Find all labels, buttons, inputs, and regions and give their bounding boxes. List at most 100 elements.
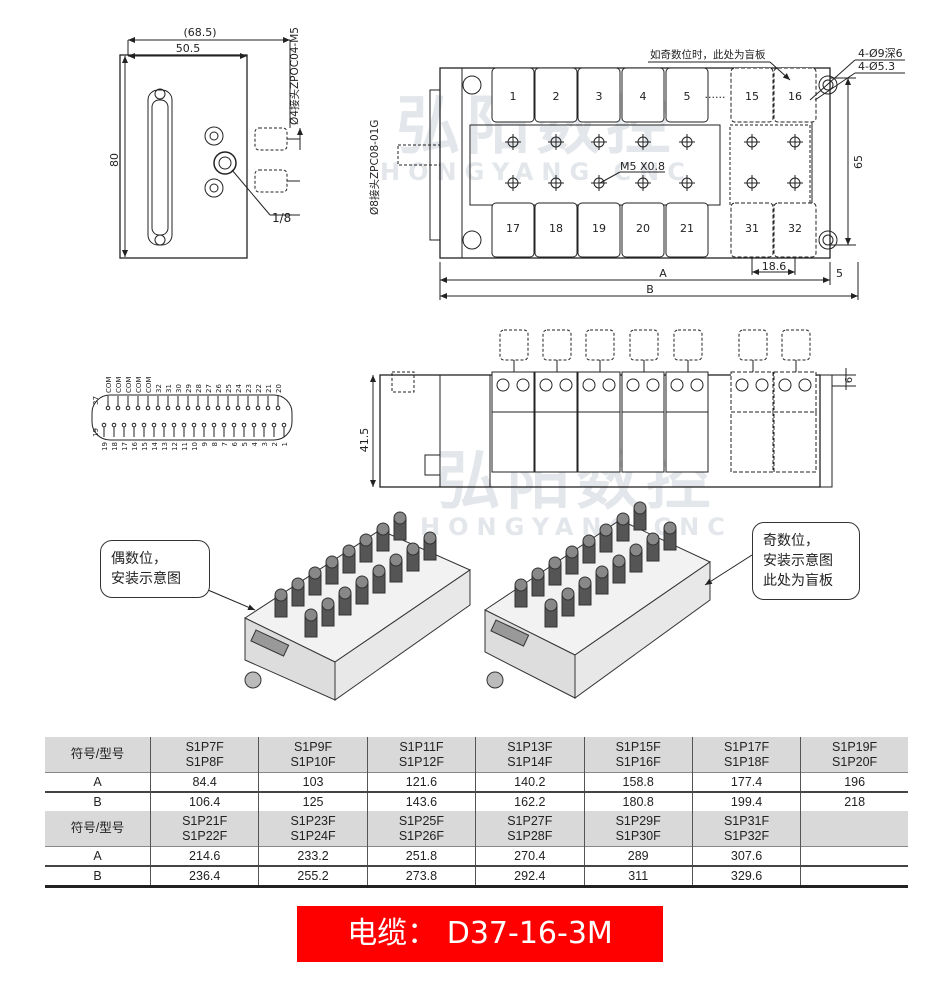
pin-label: 1 <box>281 442 289 446</box>
port-hole <box>591 134 607 150</box>
value-cell: 143.6 <box>366 791 476 811</box>
m5-thread-label: M5 X0.8 <box>620 160 665 173</box>
row-label: B <box>45 865 151 888</box>
row-label: B <box>45 791 151 811</box>
pin <box>255 405 261 411</box>
port-hole <box>635 134 651 150</box>
value-cell: 121.6 <box>366 772 476 792</box>
pin <box>201 422 207 428</box>
valve-station-20: 20 <box>621 202 665 258</box>
pin-label: 19 <box>101 442 109 451</box>
value-cell: 255.2 <box>258 865 368 888</box>
port-hole <box>635 175 651 191</box>
port-hole <box>744 175 760 191</box>
model-name: S1P13F <box>507 739 553 754</box>
pin <box>175 405 181 411</box>
pin <box>161 422 167 428</box>
pin-label: 24 <box>235 384 243 393</box>
station-label: 1 <box>510 90 517 103</box>
model-name: S1P25F <box>398 813 445 828</box>
pin-label: 29 <box>185 384 193 393</box>
cable-banner: 电缆： D37-16-3M <box>297 906 663 962</box>
valve-cap <box>304 608 318 638</box>
value-cell: 106.4 <box>149 791 259 811</box>
pin-label: 18 <box>111 442 119 451</box>
model-name: S1P17F <box>723 739 770 754</box>
value-cell: 307.6 <box>691 846 801 866</box>
station-label: 2 <box>553 90 560 103</box>
pin <box>121 422 127 428</box>
value-cell: 196 <box>800 772 908 792</box>
counterbore-hole-label: 4-Ø9深6 <box>858 47 903 60</box>
value-cell <box>800 865 908 888</box>
pin-label: 17 <box>121 442 129 451</box>
pin-label: 15 <box>141 442 149 451</box>
model-name: S1P26F <box>398 828 445 843</box>
side-view <box>370 329 856 488</box>
valve-cap <box>531 567 545 597</box>
model-name: S1P12F <box>398 754 445 769</box>
side-dim-top: 6 <box>844 377 855 383</box>
valve-station-2: 2 <box>534 67 578 123</box>
pin-label: COM <box>135 377 143 393</box>
value-cell: 218 <box>800 791 908 811</box>
valve-cap <box>633 501 647 531</box>
manifold-odd-illustration <box>484 501 712 699</box>
pin-label: 30 <box>175 384 183 393</box>
model-name: S1P9F <box>293 739 333 754</box>
pin-label: 14 <box>151 441 159 450</box>
thread-label: 1/8 <box>272 211 291 225</box>
model-name: S1P31F <box>723 813 770 828</box>
pin <box>231 422 237 428</box>
model-name: S1P23F <box>290 813 336 828</box>
model-name: S1P29F <box>615 813 661 828</box>
model-name: S1P24F <box>290 828 336 843</box>
even-position-callout: 偶数位， 安装示意图 <box>100 540 210 598</box>
valve-cap <box>274 588 288 618</box>
valve-station-31: 31 <box>730 202 774 258</box>
value-cell: 125 <box>258 791 368 811</box>
valve-cap <box>548 556 562 586</box>
valve-cap <box>616 512 630 542</box>
blank-plate-note: 如奇数位时，此处为盲板 <box>650 48 766 61</box>
pin-label: 20 <box>275 384 283 393</box>
valve-station-15: 15 <box>730 67 774 123</box>
value-cell: 84.4 <box>149 772 259 792</box>
pin-37-label: 37 <box>92 396 100 405</box>
model-name: S1P21F <box>182 813 228 828</box>
valve-cap <box>338 586 352 616</box>
port-hole <box>679 175 695 191</box>
valve-cap <box>582 534 596 564</box>
value-cell: 177.4 <box>691 772 801 792</box>
pin <box>261 422 267 428</box>
pin-label: 16 <box>131 441 139 450</box>
valve-cap <box>376 522 390 552</box>
left-end-view <box>119 37 303 259</box>
pin-label: 22 <box>255 384 263 393</box>
pin-label: 8 <box>211 442 219 446</box>
pin <box>145 405 151 411</box>
station-label: 15 <box>745 90 759 103</box>
valve-station-1: 1 <box>491 67 535 123</box>
value-cell: 140.2 <box>475 772 584 792</box>
pin-label: COM <box>105 377 113 393</box>
model-name: S1P16F <box>615 754 661 769</box>
value-cell: 236.4 <box>149 865 259 888</box>
pin <box>281 422 287 428</box>
station-label: 32 <box>788 222 802 235</box>
station-label: 16 <box>788 90 802 103</box>
valve-cap <box>646 532 660 562</box>
model-name: S1P20F <box>832 754 878 769</box>
pin <box>245 405 251 411</box>
pin <box>181 422 187 428</box>
value-cell: 214.6 <box>149 846 259 866</box>
port-hole <box>787 134 803 150</box>
valve-cap <box>372 564 386 594</box>
fitting-small-label: Ø4接头ZPOC04-M5 <box>288 27 301 125</box>
